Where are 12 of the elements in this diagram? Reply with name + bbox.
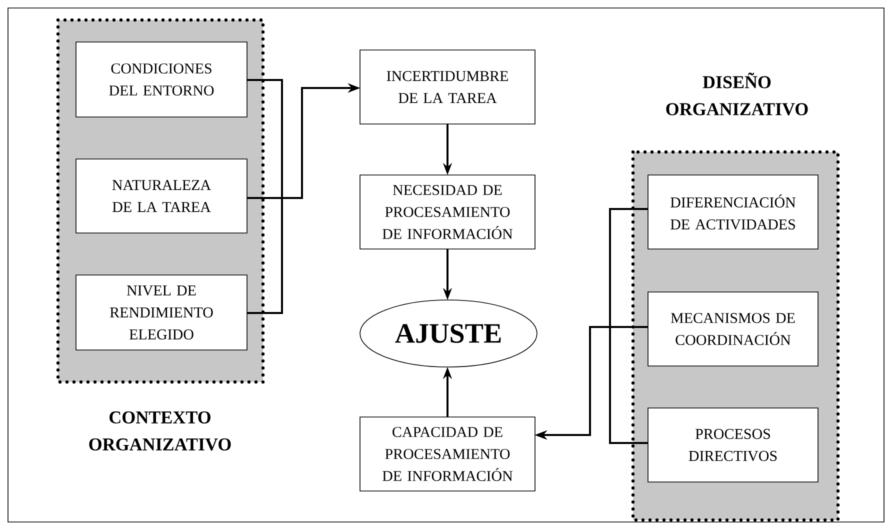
process-box: NECESIDAD DE PROCESAMIENTO DE INFORMACIÓN [360,174,536,250]
process-box: DIFERENCIACIÓN DE ACTIVIDADES [648,174,818,250]
group-heading: DISEÑO ORGANIZATIVO [666,72,808,116]
process-box: MECANISMOS DE COORDINACIÓN [648,292,818,366]
ellipse-node: AJUSTE [360,300,538,368]
process-box: CAPACIDAD DE PROCESAMIENTO DE INFORMACIÓN [360,416,536,492]
group-heading: CONTEXTO ORGANIZATIVO [89,411,231,451]
process-box: NIVEL DE RENDIMIENTO ELEGIDO [76,274,248,350]
process-box: CONDICIONES DEL ENTORNO [76,42,248,118]
process-box: PROCESOS DIRECTIVOS [648,408,818,482]
process-box: NATURALEZA DE LA TAREA [76,158,248,234]
process-box: INCERTIDUMBRE DE LA TAREA [360,50,536,124]
